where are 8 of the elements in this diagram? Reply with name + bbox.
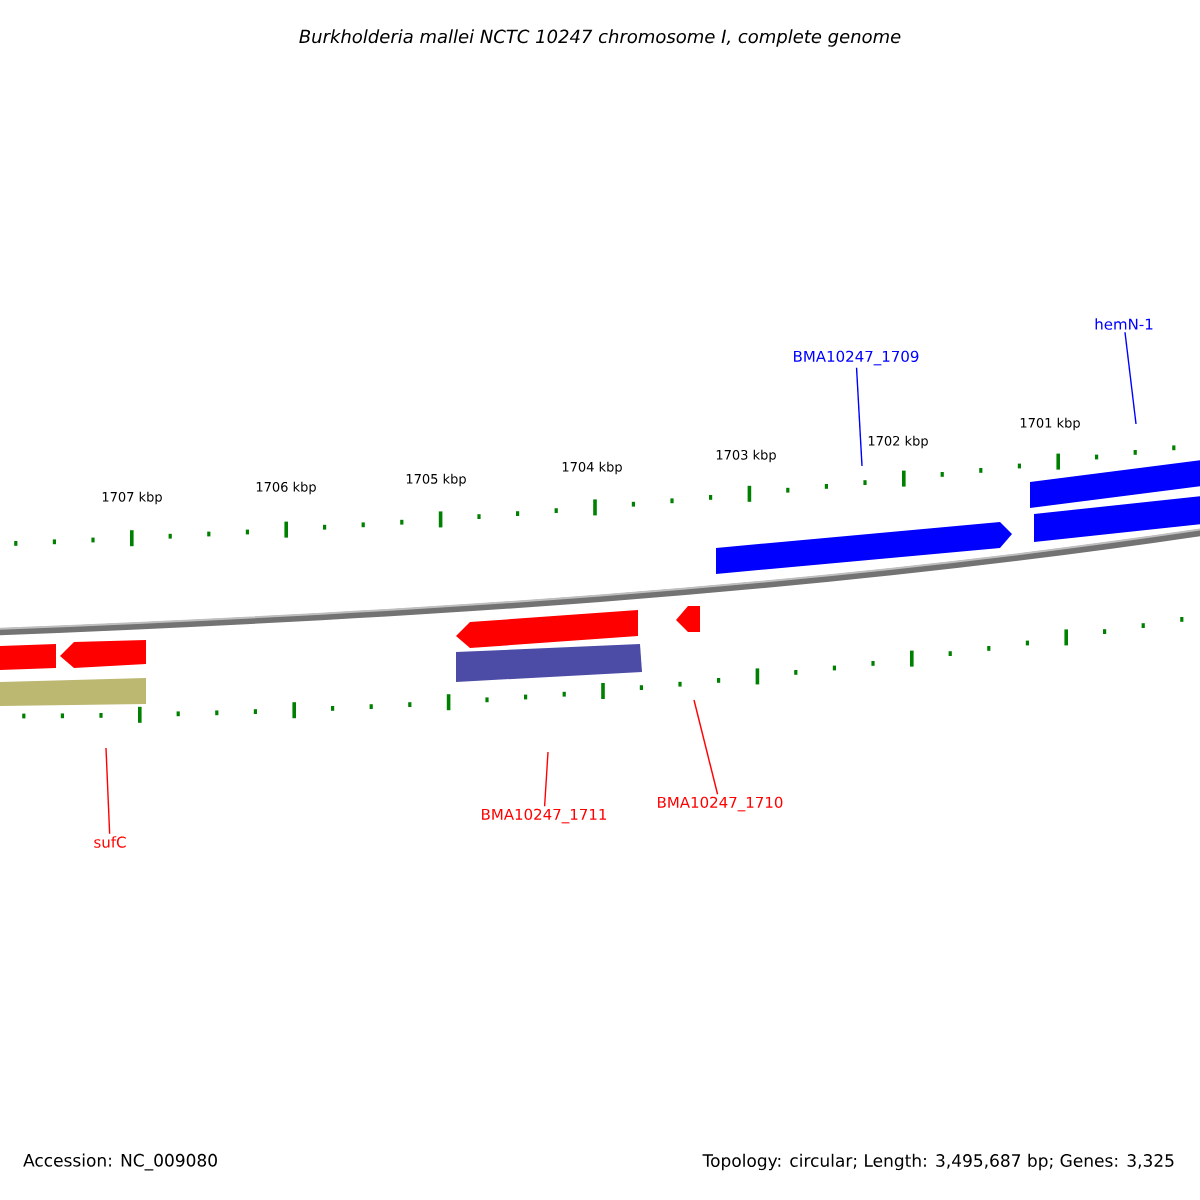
leader-line	[105, 747, 111, 835]
title: Burkholderia mallei NCTC 10247 chromosome I, complete genome	[299, 29, 901, 47]
genome-summary: Topology: circular; Length: 3,495,687 bp; Genes: 3,325	[702, 1153, 1174, 1171]
accession-text: Accession: NC_009080	[23, 1153, 217, 1171]
leader-line	[1124, 331, 1137, 425]
leader-line	[693, 699, 719, 795]
leader-line	[543, 751, 549, 807]
leader-line	[855, 367, 863, 467]
